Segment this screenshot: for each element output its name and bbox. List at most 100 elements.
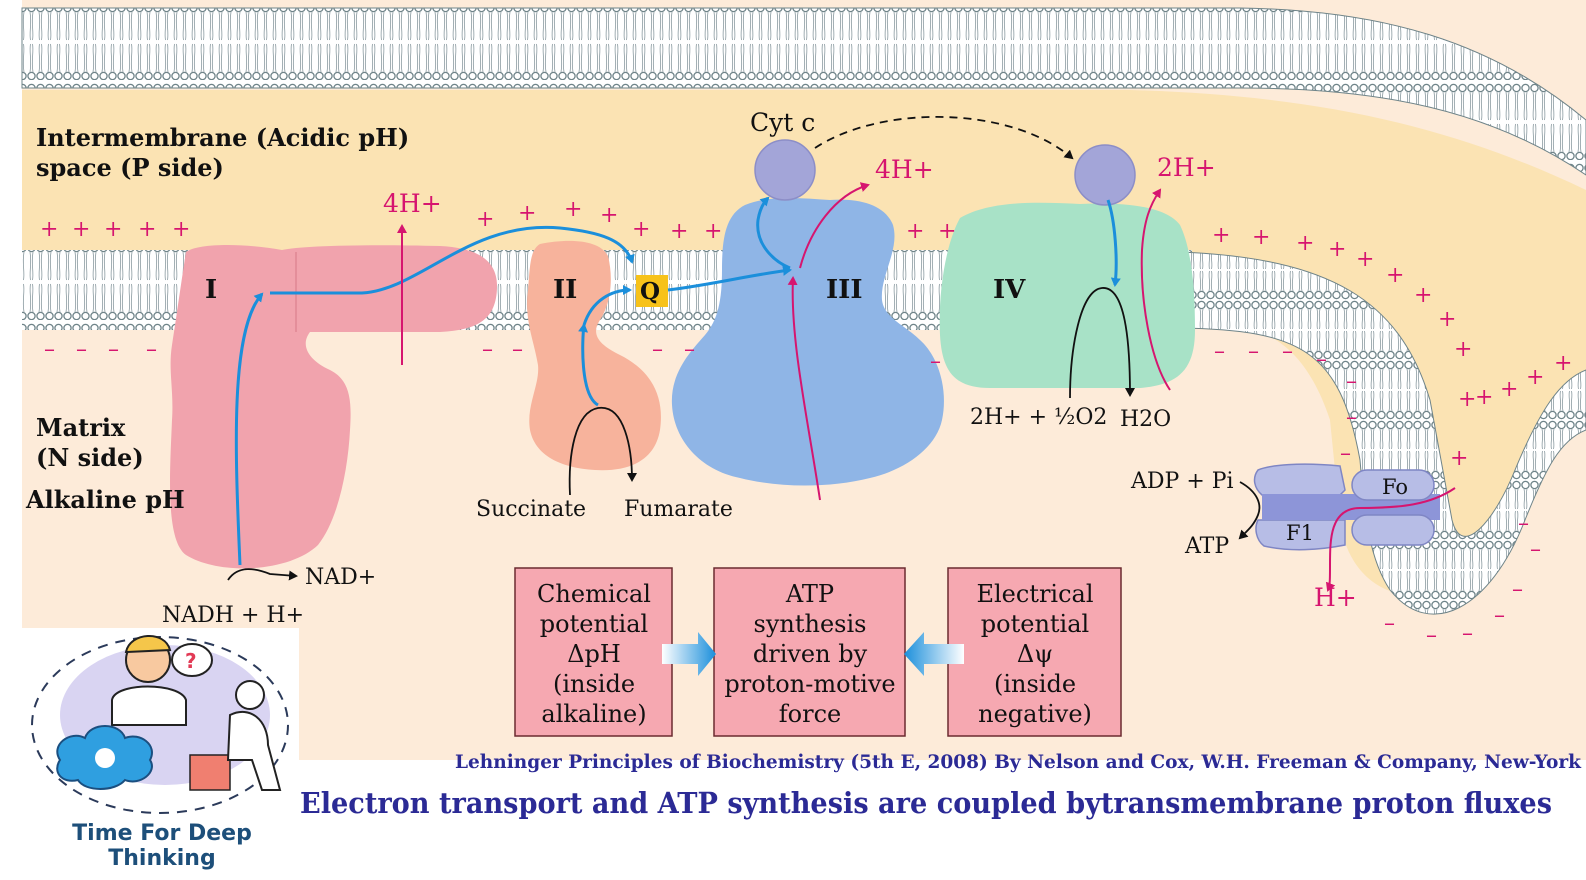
chemical-line-4: (inside (553, 670, 635, 698)
electrical-line-2: potential (981, 610, 1089, 638)
plus-charge: + (670, 219, 688, 244)
q-box (636, 275, 668, 307)
brain-cloud-icon (56, 725, 153, 790)
f1-upper (1253, 463, 1346, 496)
plus-charge: + (72, 217, 90, 242)
minus-charge: – (146, 337, 157, 362)
plus-charge: + (518, 201, 536, 226)
oxygen-reaction-arc (1069, 287, 1135, 399)
plus-charge: + (40, 217, 58, 242)
electron-path-ii-to-q (582, 285, 632, 326)
electrical-to-center-arrow (904, 632, 964, 676)
citation-text: Lehninger Principles of Biochemistry (5t… (455, 751, 1582, 773)
complex-iii-label: III (826, 275, 863, 305)
complex-i (170, 245, 498, 569)
electron-path-nadh (234, 292, 264, 566)
complex-i-label: I (205, 275, 217, 305)
minus-charge: – (930, 349, 941, 374)
electrical-line-3: Δψ (1017, 640, 1053, 668)
electron-path-succinate (578, 323, 599, 407)
plus-charge: + (1475, 385, 1493, 410)
center-line-4: proton-motive (724, 670, 895, 698)
plus-charge: + (476, 207, 494, 232)
ims-label-1: Intermembrane (Acidic pH) (36, 123, 409, 152)
plus-charge: + (1212, 223, 1230, 248)
minus-charge: – (482, 337, 493, 362)
plus-charge: + (1458, 387, 1476, 412)
logo-dashed-ring (31, 636, 289, 814)
plus-charge: + (1296, 231, 1314, 256)
minus-charge: – (1530, 537, 1541, 562)
minus-charge: – (1346, 369, 1357, 394)
electron-path-i-to-q (270, 225, 635, 295)
center-box-text: ATP synthesis driven by proton-motive fo… (724, 580, 895, 728)
plus-charge: + (600, 203, 618, 228)
electron-path-q-to-iii (667, 265, 792, 292)
minus-charge: – (684, 337, 695, 362)
center-line-5: force (779, 700, 841, 728)
plus-charge: + (1450, 446, 1468, 471)
proton-path-iii-upper (799, 182, 870, 269)
f1-label: F1 (1286, 521, 1314, 545)
outer-membrane (21, 7, 1586, 176)
question-mark-icon: ? (185, 649, 197, 673)
adp-label: ADP + Pi (1130, 469, 1234, 494)
p-side-charges: +++++++++++++++++++++++++++++ (40, 197, 1572, 471)
center-line-1: ATP (785, 580, 834, 608)
succinate-label: Succinate (476, 497, 586, 522)
minus-charge: – (1340, 441, 1351, 466)
complex-iv (939, 202, 1195, 388)
minus-charge: – (1316, 347, 1327, 372)
pmf-center-box (713, 567, 906, 737)
chemical-line-3: ΔpH (567, 640, 621, 668)
plus-charge: + (1414, 283, 1432, 308)
nadh-reaction-arc (227, 568, 298, 581)
minus-charge: – (1214, 339, 1225, 364)
minus-charge: – (1518, 511, 1529, 536)
plus-charge: + (704, 219, 722, 244)
ims-label-2: space (P side) (36, 153, 224, 182)
plus-charge: + (1500, 377, 1518, 402)
proton-label-iii: 4H+ (875, 155, 934, 184)
minus-charge: – (44, 337, 55, 362)
electron-path-iii-to-cytc (756, 196, 791, 270)
complex-iii (671, 197, 944, 486)
matrix-label-3: Alkaline pH (25, 485, 185, 514)
cyt-c-on-iv (1074, 144, 1136, 206)
nadh-label: NADH + H+ (162, 603, 304, 628)
electron-path-cytc-to-iv (1106, 199, 1121, 287)
plus-charge: + (1454, 337, 1472, 362)
electrical-line-1: Electrical (976, 580, 1093, 608)
minus-charge: – (1494, 603, 1505, 628)
f1-lower (1255, 519, 1346, 551)
matrix-label-2: (N side) (36, 443, 144, 472)
atp-reaction-arc (1238, 481, 1261, 540)
plus-charge: + (1328, 237, 1346, 262)
electrical-potential-box (947, 567, 1122, 737)
inner-membrane-fold (1179, 251, 1586, 615)
proton-label-iv: 2H+ (1157, 153, 1216, 182)
atp-label: ATP (1184, 534, 1229, 559)
chemical-potential-box (514, 567, 673, 737)
fo-lower (1351, 514, 1435, 546)
plus-charge: + (104, 217, 122, 242)
chemical-box-text: Chemical potential ΔpH (inside alkaline) (537, 580, 651, 728)
minus-charge: – (108, 337, 119, 362)
center-line-3: driven by (753, 640, 868, 668)
cyt-c-dashed-arrow (814, 116, 1074, 160)
plus-charge: + (1526, 365, 1544, 390)
sitting-person-icon (189, 680, 282, 791)
minus-charge: – (1346, 405, 1357, 430)
minus-charge: – (1512, 577, 1523, 602)
complex-ii-label: II (553, 275, 577, 305)
minus-charge: – (1426, 623, 1437, 648)
plus-charge: + (1252, 225, 1270, 250)
minus-charge: – (1248, 339, 1259, 364)
complex-ii (527, 240, 661, 471)
logo-text-2: Thinking (108, 846, 215, 871)
intermembrane-region (22, 90, 1586, 595)
proton-path-iv (1140, 188, 1171, 391)
nad-label: NAD+ (305, 565, 376, 590)
chemical-line-2: potential (540, 610, 648, 638)
